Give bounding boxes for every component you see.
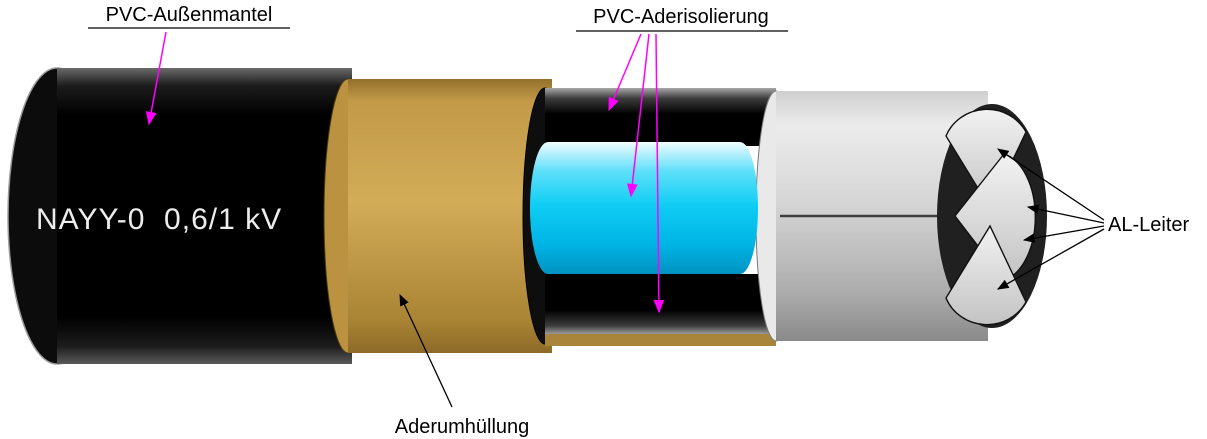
al-conductor-sector-bottom xyxy=(945,224,1027,326)
outer-sheath-body xyxy=(57,68,352,364)
core-insulation-band-bottom xyxy=(545,274,776,334)
arrow-al-conductor-4 xyxy=(996,228,1105,290)
label-outer-sheath: PVC-Außenmantel xyxy=(106,4,273,26)
label-core-insulation: PVC-Aderisolierung xyxy=(593,6,769,28)
label-al-conductor: AL-Leiter xyxy=(1108,214,1189,236)
cable-marking-text: NAYY-0 0,6/1 kV xyxy=(36,203,282,236)
arrow-core-insulation-middle xyxy=(626,33,650,198)
core-covering-body xyxy=(348,79,552,353)
label-core-covering: Aderumhüllung xyxy=(395,416,530,438)
arrow-al-conductor-1 xyxy=(997,148,1105,221)
arrow-core-insulation-top xyxy=(608,33,642,112)
arrow-core-insulation-bottom xyxy=(653,33,665,314)
arrow-al-conductor-3 xyxy=(1022,225,1105,243)
core-insulation-band-top xyxy=(545,88,776,146)
arrow-outer-sheath xyxy=(145,31,167,126)
arrow-core-covering xyxy=(399,293,453,408)
al-conductor-sector-top xyxy=(945,108,1027,210)
core-covering-strip-bottom xyxy=(545,334,776,346)
arrow-al-conductor-2 xyxy=(1026,204,1105,224)
core-insulation-cyan xyxy=(530,142,758,274)
